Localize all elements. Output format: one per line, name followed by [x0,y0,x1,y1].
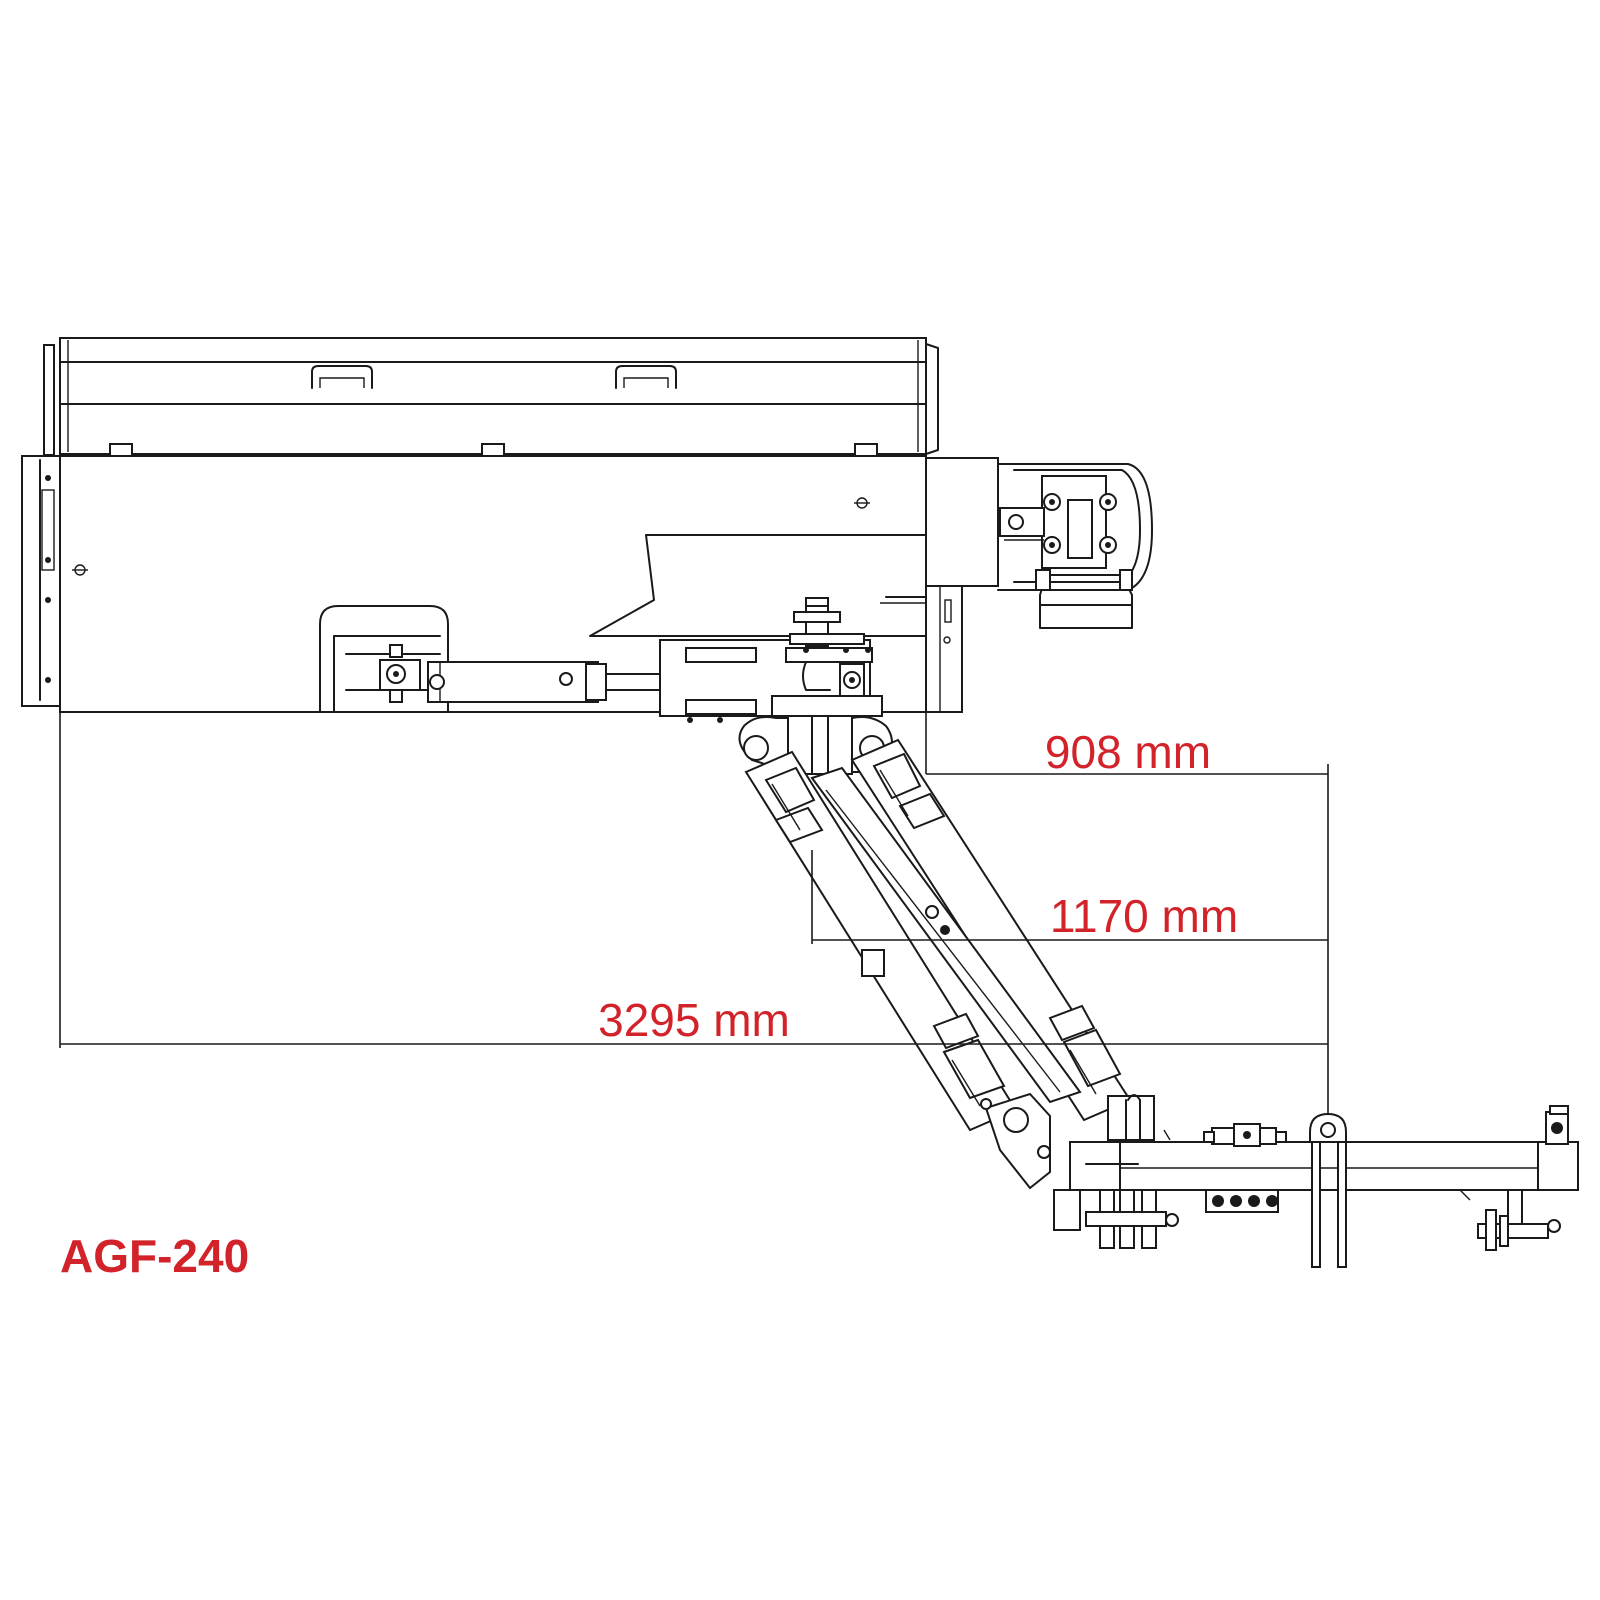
mower-top-cover [59,337,939,457]
pivot-base [659,597,883,723]
gearbox-housing [925,457,1153,713]
handle-right [615,365,677,389]
dimension-3295-label: 3295 mm [598,994,790,1046]
dimension-1170-label: 1170 mm [1050,890,1238,942]
hinge-bracket [319,605,449,713]
handle-left [311,365,373,389]
lower-knuckle [980,1092,1155,1190]
dimension-908-label: 908 mm [1045,726,1211,778]
dimension-lines [59,712,1329,1114]
model-label: AGF-240 [60,1230,249,1282]
mounting-frame [1053,1105,1579,1268]
telescopic-arm [744,738,1132,1132]
